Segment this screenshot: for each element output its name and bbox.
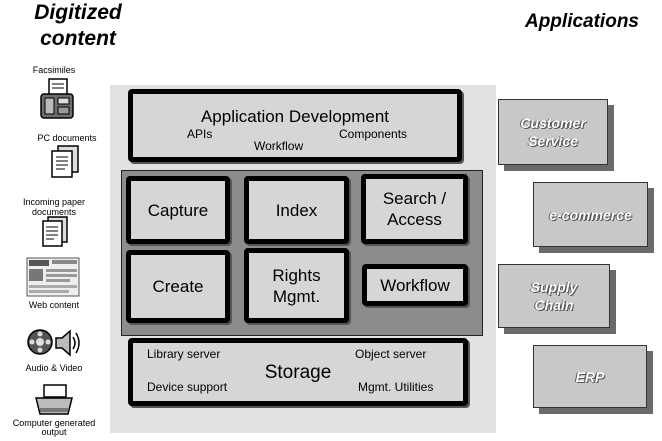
capture-box: Capture <box>126 176 230 244</box>
computer-output-icon <box>35 384 73 415</box>
digitized-content-heading: Digitized content <box>18 0 138 52</box>
source-label-web-content: Web content <box>28 300 80 310</box>
source-label-computer-output-line1: Computer generated <box>12 418 96 428</box>
rights-mgmt-label-line2: Mgmt. <box>272 286 321 306</box>
digitized-content-heading-line2: content <box>40 27 116 50</box>
web-content-icon <box>26 257 80 297</box>
rights-mgmt-label-line1: Rights <box>272 265 321 285</box>
rights-mgmt-label: Rights Mgmt. <box>272 265 320 307</box>
application-development-box: Application Development APIs Components … <box>128 89 462 162</box>
audio-video-icon <box>27 329 80 357</box>
app-supply-chain-line2: Chain <box>534 297 574 313</box>
library-server-label: Library server <box>147 347 221 361</box>
app-supply-chain-line1: Supply <box>530 279 578 295</box>
source-label-facsimiles: Facsimiles <box>32 65 76 75</box>
pc-documents-icon <box>51 145 79 178</box>
storage-box: Library server Object server Storage Dev… <box>128 338 468 406</box>
workflow-box: Workflow <box>362 264 468 306</box>
source-label-audio-video: Audio & Video <box>25 363 83 373</box>
app-dev-workflow-label: Workflow <box>254 139 304 153</box>
app-customer-service-line1: Customer <box>520 115 586 131</box>
app-supply-chain: Supply Chain <box>498 264 610 328</box>
capture-label: Capture <box>147 200 209 220</box>
app-e-commerce: e-commerce <box>533 182 648 247</box>
source-label-computer-output-line2: output <box>41 427 67 437</box>
source-label-incoming-paper: Incoming paper documents <box>12 197 96 217</box>
paper-documents-icon <box>42 216 68 247</box>
app-dev-components-label: Components <box>339 127 408 141</box>
search-access-label-line2: Access <box>387 210 442 229</box>
storage-title: Storage <box>264 362 332 383</box>
mgmt-utilities-label: Mgmt. Utilities <box>358 380 434 394</box>
fax-icon <box>40 78 74 119</box>
search-access-label-line1: Search / <box>382 189 447 208</box>
source-label-incoming-paper-line1: Incoming paper <box>22 197 86 207</box>
workflow-label: Workflow <box>380 275 450 295</box>
index-label: Index <box>275 200 318 220</box>
app-e-commerce-label: e-commerce <box>549 206 632 223</box>
app-erp: ERP <box>533 345 647 408</box>
search-access-box: Search / Access <box>361 174 468 244</box>
source-label-incoming-paper-line2: documents <box>31 207 77 217</box>
device-support-label: Device support <box>147 380 228 394</box>
source-label-pc-documents: PC documents <box>37 133 97 143</box>
create-box: Create <box>126 250 230 323</box>
index-box: Index <box>244 176 349 244</box>
app-erp-label: ERP <box>575 368 605 385</box>
app-dev-apis-label: APIs <box>187 127 213 141</box>
search-access-label: Search / Access <box>383 188 446 230</box>
digitized-content-heading-line1: Digitized <box>34 1 122 24</box>
object-server-label: Object server <box>355 347 427 361</box>
rights-mgmt-box: Rights Mgmt. <box>244 248 349 323</box>
application-development-title: Application Development <box>200 107 390 126</box>
app-customer-service: Customer Service <box>498 99 608 165</box>
applications-heading: Applications <box>524 11 639 32</box>
app-customer-service-line2: Service <box>528 133 578 149</box>
source-label-computer-output: Computer generated output <box>6 419 102 437</box>
create-label: Create <box>152 277 204 296</box>
